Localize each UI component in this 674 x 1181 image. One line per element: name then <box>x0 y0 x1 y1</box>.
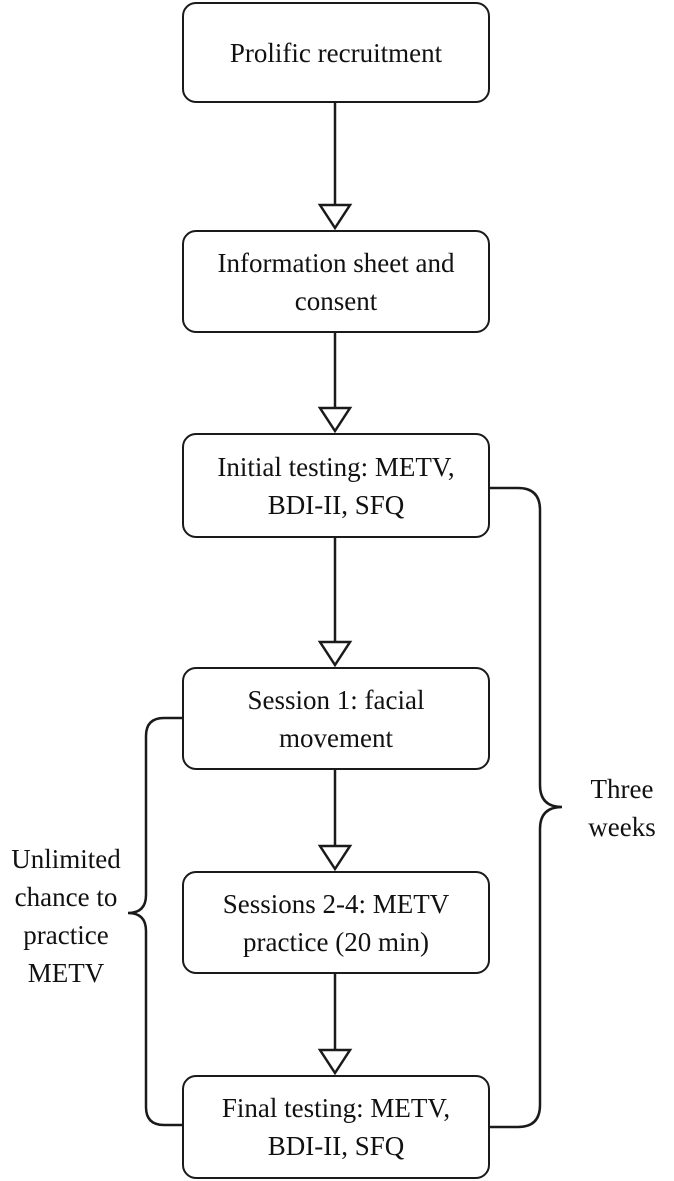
right-bracket <box>490 486 563 1129</box>
arrow-4 <box>317 770 353 872</box>
step-sessions-2-4: Sessions 2-4: METV practice (20 min) <box>182 871 490 974</box>
step-label: Initial testing: METV, BDI-II, SFQ <box>217 451 455 520</box>
step-label: Sessions 2-4: METV practice (20 min) <box>222 888 450 957</box>
unlimited-practice-label: Unlimited chance to practice METV <box>11 844 121 988</box>
step-initial-testing: Initial testing: METV, BDI-II, SFQ <box>182 433 490 538</box>
three-weeks-label: Three weeks <box>588 774 656 842</box>
step-label: Information sheet and consent <box>217 247 455 316</box>
step-label: Final testing: METV, BDI-II, SFQ <box>221 1093 451 1161</box>
arrow-5 <box>317 974 353 1076</box>
arrow-3 <box>317 538 353 668</box>
step-information-sheet: Information sheet and consent <box>182 230 490 333</box>
arrow-1 <box>317 103 353 231</box>
step-session-1: Session 1: facial movement <box>182 667 490 770</box>
arrow-2 <box>317 333 353 434</box>
step-label: Prolific recruitment <box>229 37 443 68</box>
step-prolific-recruitment: Prolific recruitment <box>182 2 490 103</box>
left-bracket <box>127 716 182 1127</box>
step-final-testing: Final testing: METV, BDI-II, SFQ <box>182 1075 490 1179</box>
step-label: Session 1: facial movement <box>247 684 425 753</box>
